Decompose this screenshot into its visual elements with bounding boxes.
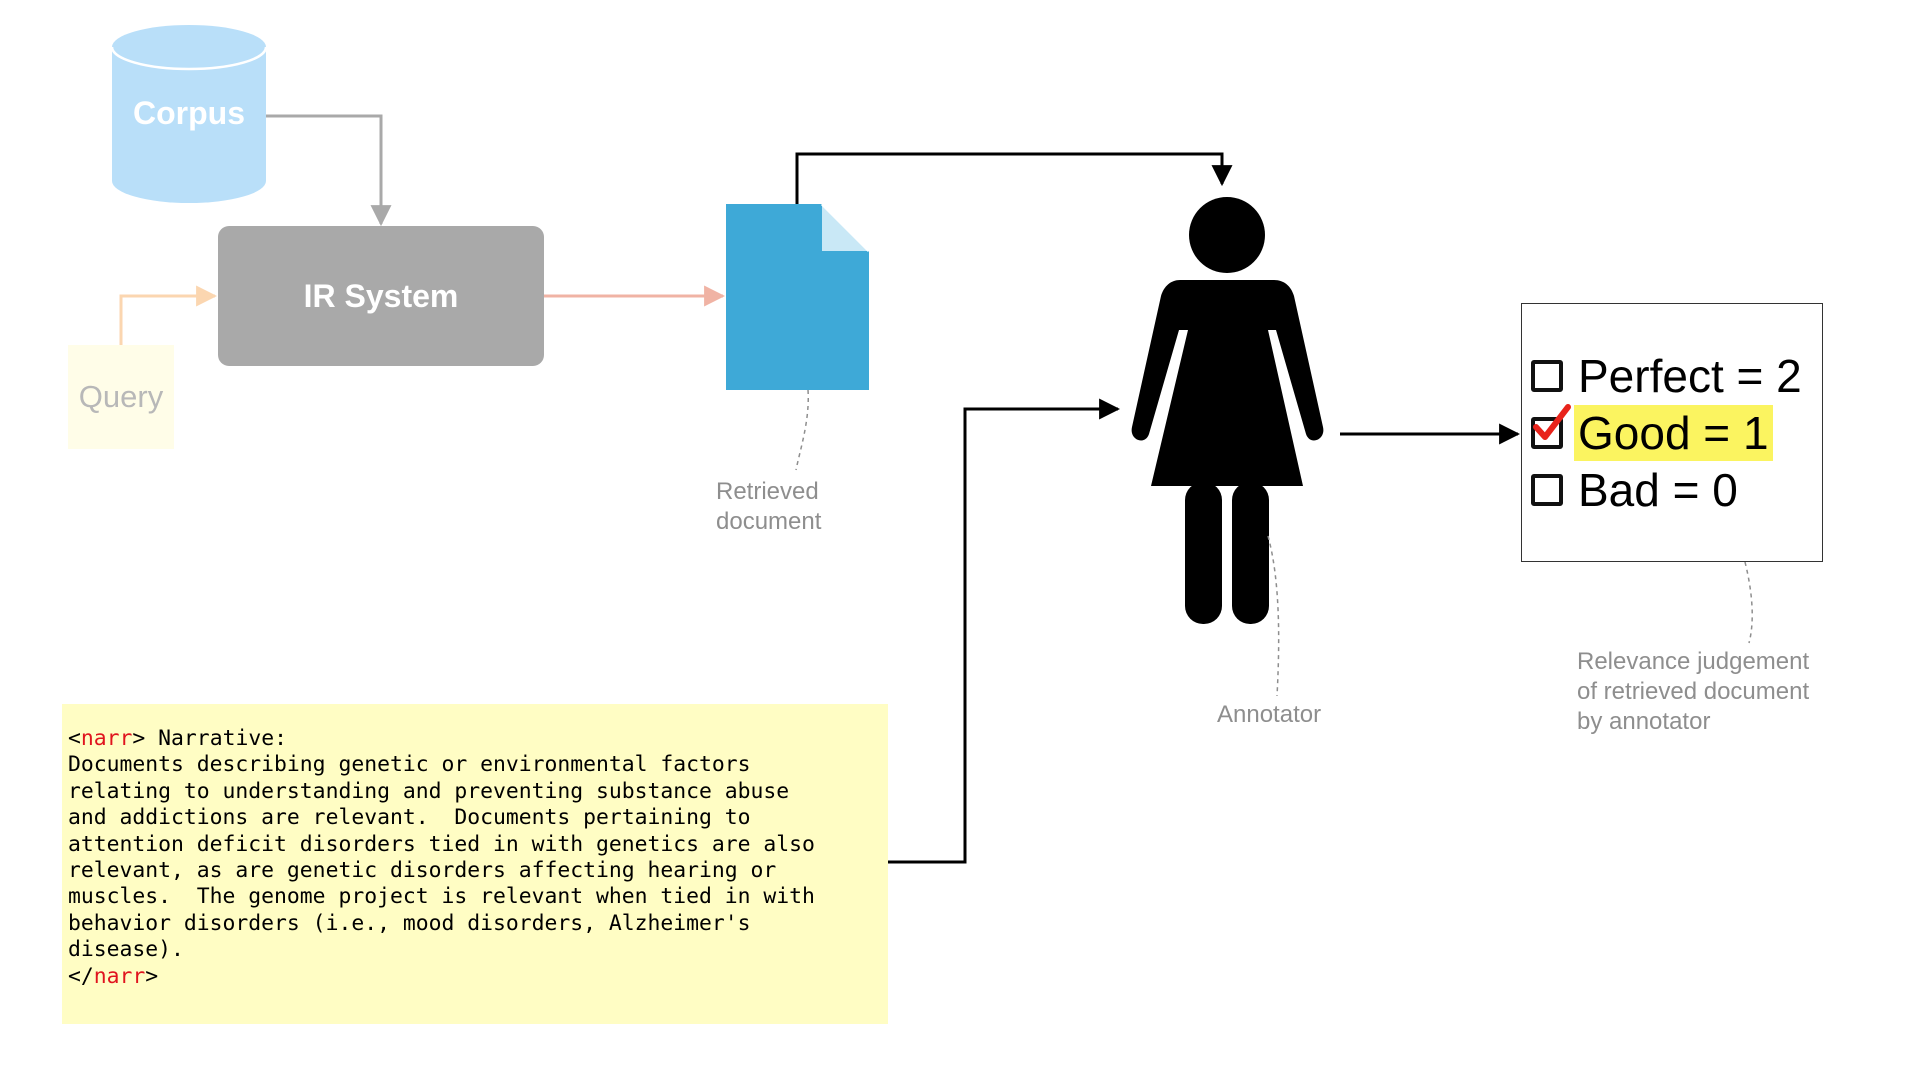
narrative-line: relating to understanding and preventing… [68,778,790,804]
close-tag-suffix: > [145,963,159,989]
caption-line1: Relevance judgement [1577,648,1810,675]
judgement-leader-line [1744,561,1753,644]
annotator-person-icon [1131,197,1324,624]
checkbox-perfect-icon [1531,360,1563,392]
retrieved-document-label-line2: document [716,508,822,535]
checkbox-good-icon [1531,417,1563,449]
judgement-option-text: Bad = 0 [1578,464,1738,516]
open-tag-suffix: > [132,726,146,751]
relevance-judgement-caption: Relevance judgement of retrieved documen… [1577,647,1809,737]
annotator-leader-line [1267,535,1280,697]
narrative-line: Documents describing genetic or environm… [68,752,751,778]
close-tag-prefix: </ [68,963,94,989]
narrative-line: disease). [68,937,184,963]
corpus-to-ir-arrow [266,114,392,227]
narrative-line: relevant, as are genetic disorders affec… [68,858,777,884]
open-tag-prefix: < [68,726,81,751]
judgement-option-text: Good = 1 [1574,405,1773,461]
caption-line3: by annotator [1577,708,1711,735]
narrative-box: <narr> Narrative: Documents describing g… [62,704,888,1024]
close-tag-name: narr [93,963,146,989]
narrative-line: muscles. The genome project is relevant … [68,884,815,910]
document-to-annotator-arrow [795,152,1233,204]
ir-system-label: IR System [303,277,459,314]
document-icon [726,202,871,390]
narrative-text: <narr> Narrative: Documents describing g… [68,726,884,990]
narrative-line: attention deficit disorders tied in with… [68,831,815,857]
query-box: Query [68,345,174,449]
narrative-line: behavior disorders (i.e., mood disorders… [68,910,751,936]
ir-system-box: IR System [218,226,544,366]
document-leader-line [795,389,810,471]
open-tag-name: narr [80,726,133,751]
annotator-label: Annotator [1217,701,1322,728]
relevance-judgement-box: Perfect = 2 Good = 1 Bad = 0 [1521,303,1823,562]
retrieved-document-label: Retrieved document [716,477,821,537]
retrieved-document-label-line1: Retrieved [716,478,819,505]
narrative-to-annotator-arrow [888,398,1121,864]
corpus-label: Corpus [133,95,245,131]
caption-line2: of retrieved document [1577,678,1810,705]
judgement-option-text: Perfect = 2 [1578,350,1802,402]
corpus-cylinder-icon [110,25,268,203]
red-checkmark-icon [1533,404,1571,440]
checkbox-bad-icon [1531,474,1563,506]
narrative-line: and addictions are relevant. Documents p… [68,805,751,831]
query-to-ir-arrow [119,285,218,345]
narrative-heading: Narrative: [145,726,287,751]
query-label: Query [78,379,164,414]
